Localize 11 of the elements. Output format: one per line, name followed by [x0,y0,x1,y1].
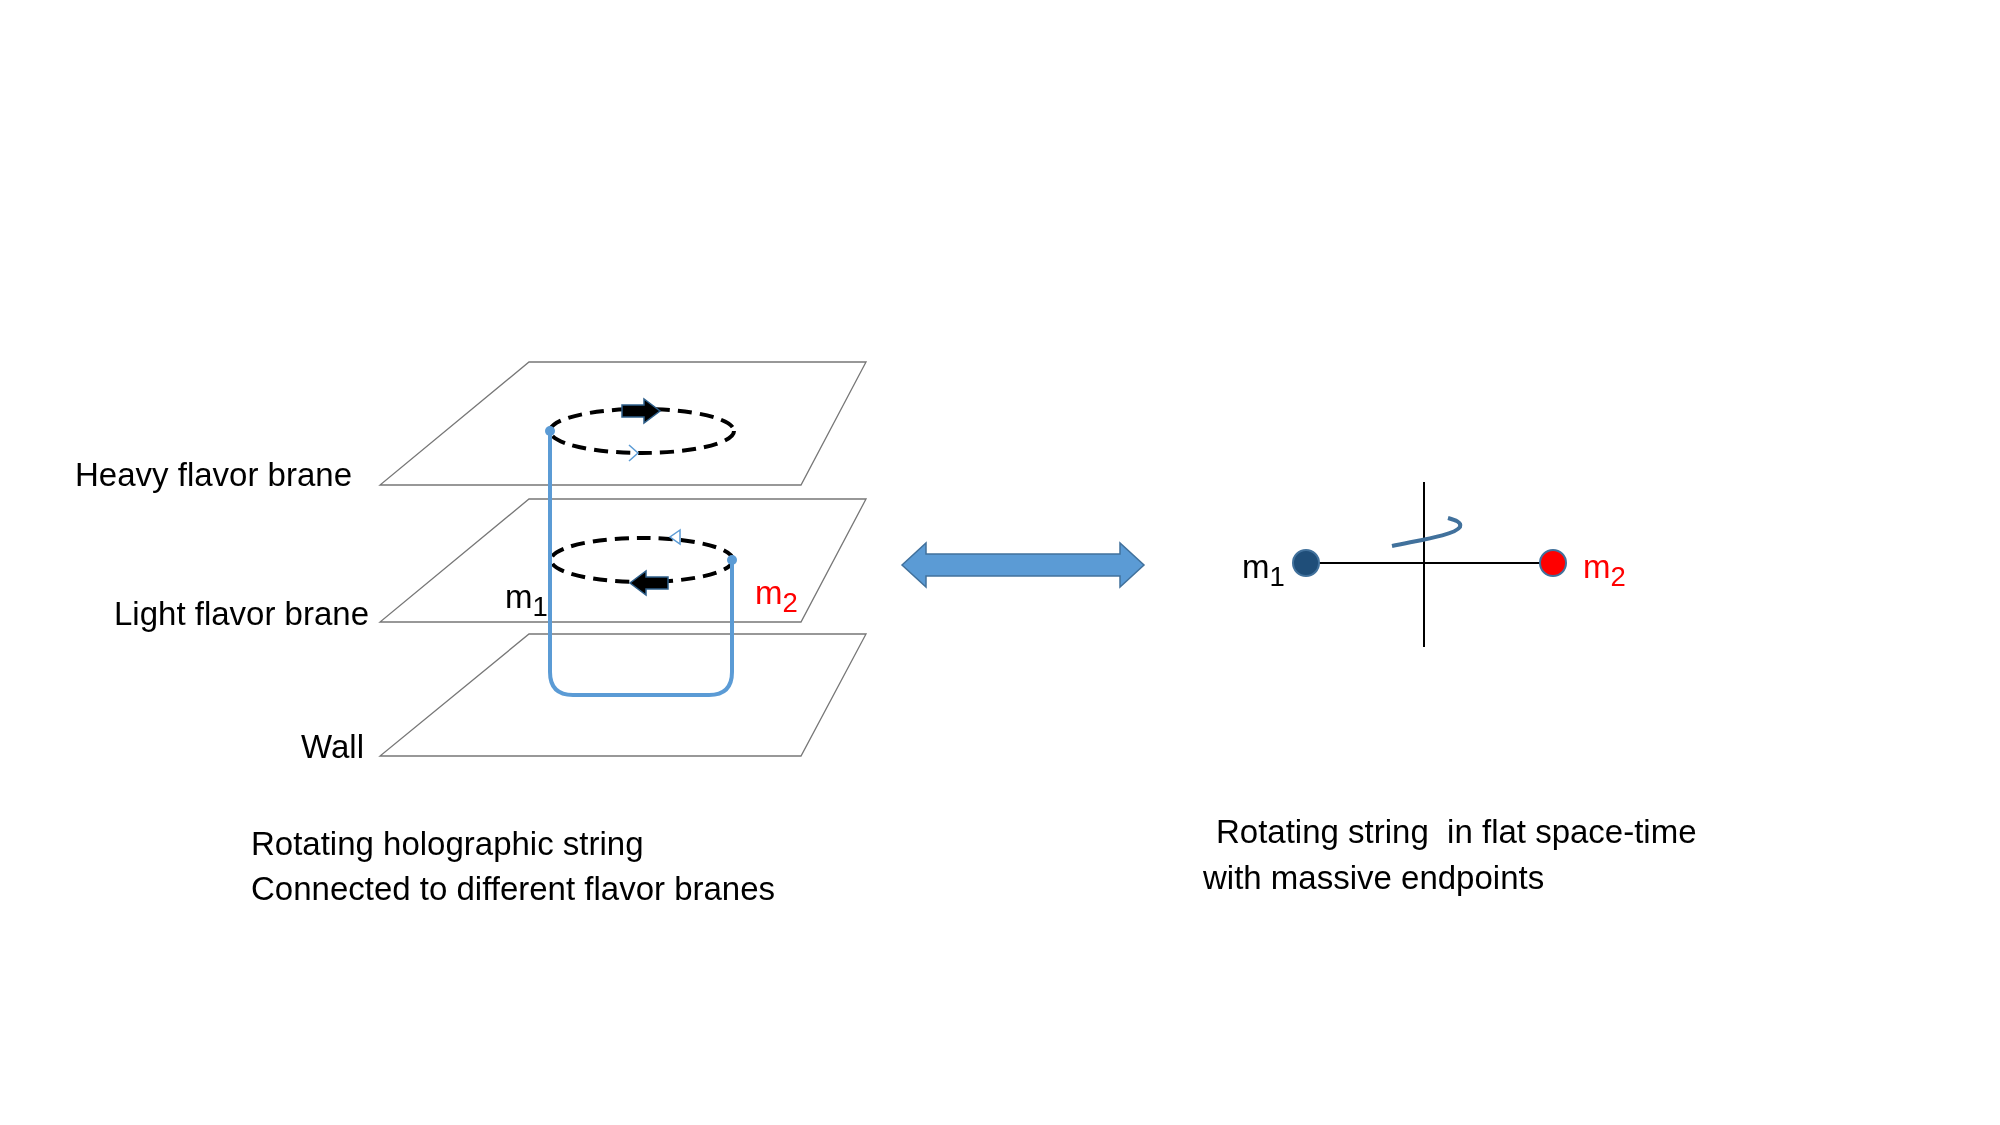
caption-text: Connected to different flavor branes [251,872,776,905]
mass-label: m$_{2}$ [755,576,798,617]
caption-text: with massive endpoints [1203,861,1545,894]
mass-label: m$_{1}$ [1242,550,1285,591]
brane-label: Heavy flavor brane [75,458,352,491]
brane-label: Light flavor brane [114,597,369,630]
caption-text: Rotating string in flat space-time [1216,815,1697,848]
caption-text: Rotating holographic string [251,827,644,860]
mass-label: m$_{1}$ [505,580,548,621]
mass-label: m$_{2}$ [1583,550,1626,591]
wall-label: Wall [301,730,364,763]
